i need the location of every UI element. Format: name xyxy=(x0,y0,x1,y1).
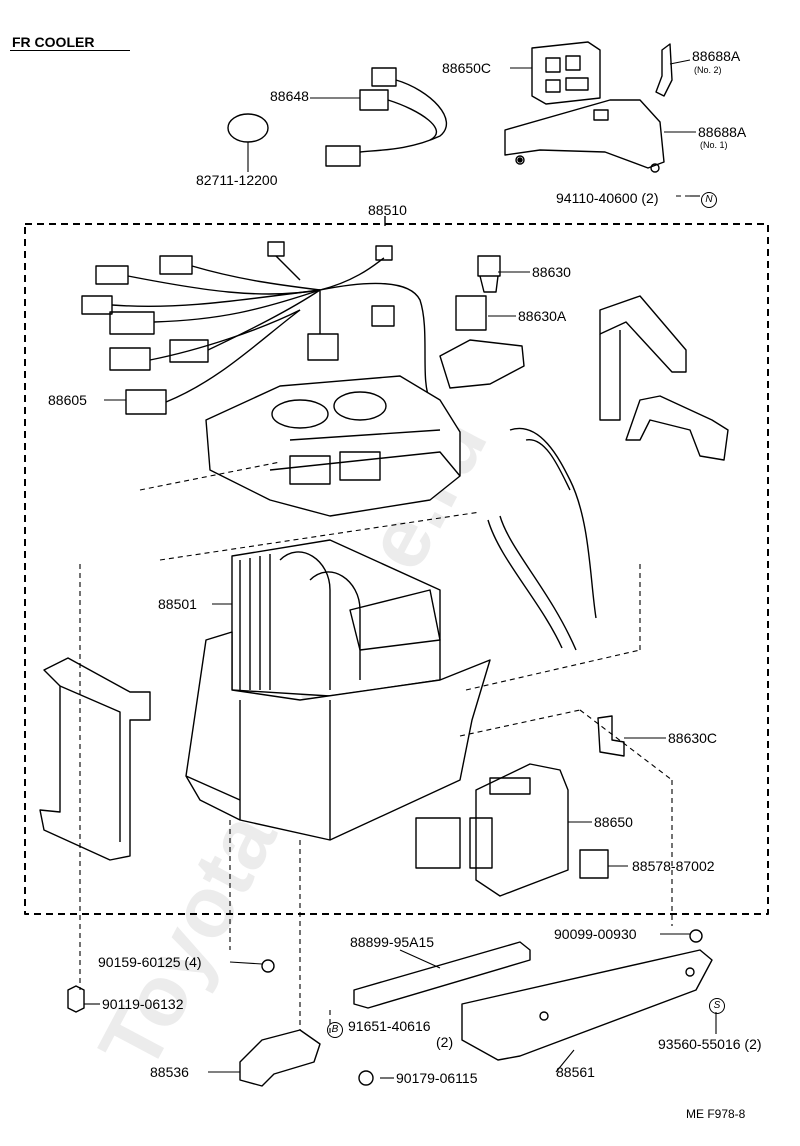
figure-code: ME F978-8 xyxy=(686,1107,746,1121)
label-88510: 88510 xyxy=(368,202,407,218)
label-88561: 88561 xyxy=(556,1064,595,1080)
relay-88630a xyxy=(455,295,487,331)
liquid-hose xyxy=(487,427,597,651)
bolt-90119 xyxy=(67,985,85,1013)
bracket-88688a-no1 xyxy=(504,99,665,173)
screw-94110 xyxy=(517,157,523,163)
label-88899: 88899-95A15 xyxy=(350,934,435,950)
insulator-88899 xyxy=(353,941,531,1009)
amplifier-88650 xyxy=(415,763,569,897)
title-underline xyxy=(10,50,130,51)
leader-lines xyxy=(84,59,717,1079)
mark-b: B xyxy=(327,1019,343,1038)
harness-88648 xyxy=(325,67,447,167)
mark-s: S xyxy=(709,995,725,1014)
diagram-title: FR COOLER xyxy=(12,34,95,50)
label-88688a-no2: 88688A xyxy=(692,48,741,64)
screw-90159 xyxy=(261,959,275,973)
mark-n: N xyxy=(701,189,717,208)
label-88648: 88648 xyxy=(270,88,309,104)
label-90159: 90159-60125 (4) xyxy=(98,954,202,970)
nut-90179 xyxy=(358,1070,374,1086)
label-93560: 93560-55016 (2) xyxy=(658,1036,762,1052)
label-91651-qty: (2) xyxy=(436,1034,454,1050)
label-88650c: 88650C xyxy=(442,60,492,76)
label-88688a-no2-sub: (No. 2) xyxy=(694,65,722,75)
label-90179: 90179-06115 xyxy=(396,1070,478,1086)
relay-holder xyxy=(439,339,525,389)
label-88688a-no1: 88688A xyxy=(698,124,747,140)
label-88688a-no1-sub: (No. 1) xyxy=(700,140,728,150)
label-88536: 88536 xyxy=(150,1064,189,1080)
label-88630: 88630 xyxy=(532,264,571,280)
label-82711: 82711-12200 xyxy=(196,172,278,188)
harness-88605 xyxy=(81,241,431,415)
cooling-unit-upper-case xyxy=(205,375,461,517)
label-88501: 88501 xyxy=(158,596,197,612)
cooling-unit-lower-case xyxy=(185,631,491,841)
evaporator-core-88501 xyxy=(231,539,441,697)
label-88650: 88650 xyxy=(594,814,633,830)
cover-88561 xyxy=(461,949,713,1061)
bracket-88536 xyxy=(239,1029,321,1087)
assembly-boundary xyxy=(24,223,769,915)
screw-90099 xyxy=(689,929,703,943)
label-90119: 90119-06132 xyxy=(102,996,184,1012)
dashed-connectors xyxy=(79,195,690,1034)
relay-88630 xyxy=(477,255,501,293)
relay-block-88650c xyxy=(531,41,601,105)
label-91651: 91651-40616 xyxy=(348,1018,431,1034)
label-94110: 94110-40600 (2) xyxy=(556,190,659,206)
bracket-88688a-no2 xyxy=(655,43,673,97)
relay-88578 xyxy=(579,849,609,879)
label-90099: 90099-00930 xyxy=(554,926,637,942)
label-88578: 88578-87002 xyxy=(632,858,715,874)
clamp-82711 xyxy=(227,113,269,143)
bracket-88630c xyxy=(597,715,625,757)
label-88630a: 88630A xyxy=(518,308,567,324)
label-88630c: 88630C xyxy=(668,730,718,746)
label-88605: 88605 xyxy=(48,392,87,408)
drain-frame-left xyxy=(39,657,151,861)
drain-hose-right xyxy=(599,295,729,461)
